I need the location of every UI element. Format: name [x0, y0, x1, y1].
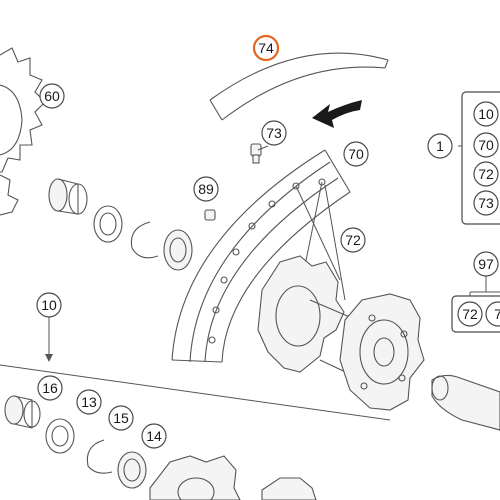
svg-text:72: 72 — [462, 306, 478, 322]
shaft-seal — [48, 178, 88, 215]
callout-74[interactable]: 74 — [252, 34, 280, 62]
callout-89[interactable]: 89 — [193, 176, 219, 202]
svg-text:10: 10 — [478, 106, 494, 122]
svg-text:15: 15 — [113, 410, 129, 426]
callout-1[interactable]: 1 — [427, 133, 453, 159]
wheel-hub — [257, 255, 425, 411]
svg-text:74: 74 — [258, 40, 274, 56]
bearing — [163, 229, 193, 271]
group-1-box: 10 70 72 73 — [461, 91, 500, 225]
wheel-rim — [171, 149, 351, 363]
callout-97[interactable]: 97 — [473, 251, 499, 277]
callout-14[interactable]: 14 — [141, 423, 167, 449]
group-97-item-7[interactable]: 7 — [485, 301, 500, 327]
callout-10[interactable]: 10 — [36, 292, 62, 318]
bearing-set-upper — [48, 178, 193, 271]
svg-text:14: 14 — [146, 428, 162, 444]
svg-text:16: 16 — [42, 380, 58, 396]
group-1-item-10[interactable]: 10 — [473, 101, 499, 127]
svg-text:1: 1 — [436, 138, 444, 154]
circlip-lower — [86, 439, 113, 474]
svg-text:10: 10 — [41, 297, 57, 313]
callout-15[interactable]: 15 — [108, 405, 134, 431]
spoke-nipple — [250, 143, 262, 164]
svg-text:72: 72 — [478, 166, 494, 182]
svg-text:89: 89 — [198, 181, 214, 197]
rim-spoke-holes — [208, 178, 326, 344]
direction-arrow-icon — [312, 100, 362, 128]
svg-text:60: 60 — [44, 88, 60, 104]
svg-text:97: 97 — [478, 256, 494, 272]
small-nut — [204, 209, 216, 221]
circlip — [130, 221, 159, 259]
group-1-item-72[interactable]: 72 — [473, 161, 499, 187]
group-1-item-73[interactable]: 73 — [473, 190, 499, 216]
svg-text:72: 72 — [345, 232, 361, 248]
svg-text:70: 70 — [478, 137, 494, 153]
shaft-seal-lower — [4, 395, 41, 429]
bearing-set-lower — [0, 364, 391, 500]
distance-ring-lower — [45, 418, 75, 454]
group-97-item-72[interactable]: 72 — [457, 301, 483, 327]
group-1-item-70[interactable]: 70 — [473, 132, 499, 158]
callout-72[interactable]: 72 — [340, 227, 366, 253]
axle — [431, 374, 500, 431]
group-97-box: 72 7 — [451, 295, 500, 333]
svg-text:73: 73 — [266, 125, 282, 141]
tire-segment — [209, 52, 389, 121]
callout-13[interactable]: 13 — [76, 389, 102, 415]
distance-ring — [93, 205, 123, 243]
brake-disc — [0, 47, 46, 216]
wheel-hub-lower — [149, 455, 317, 500]
callout-60[interactable]: 60 — [39, 83, 65, 109]
svg-text:73: 73 — [478, 195, 494, 211]
svg-text:70: 70 — [348, 146, 364, 162]
callout-73[interactable]: 73 — [261, 120, 287, 146]
svg-text:13: 13 — [81, 394, 97, 410]
callout-70[interactable]: 70 — [343, 141, 369, 167]
svg-text:7: 7 — [494, 306, 500, 322]
bearing-lower — [117, 451, 147, 489]
callout-16[interactable]: 16 — [37, 375, 63, 401]
